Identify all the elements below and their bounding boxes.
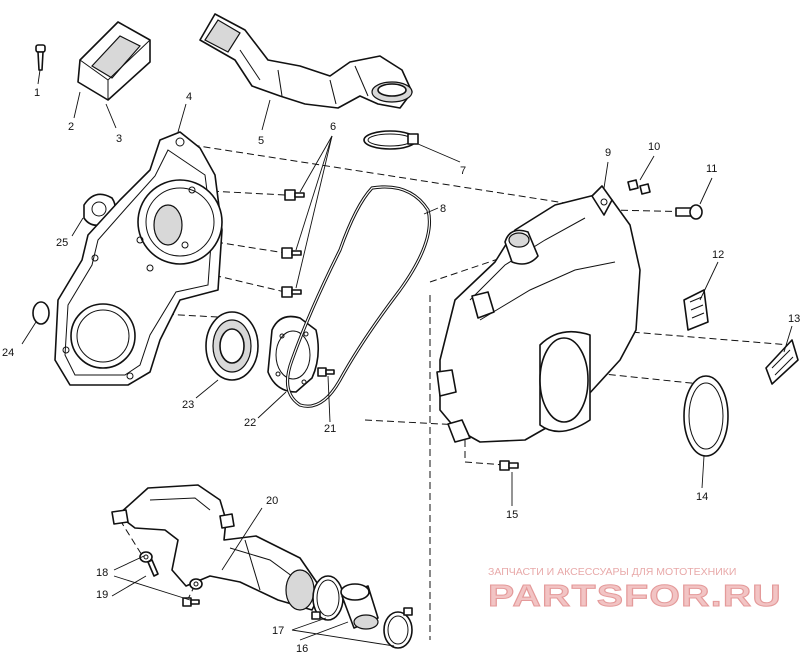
callout-8: 8 <box>440 203 446 215</box>
part-plug-24 <box>32 301 50 325</box>
callout-22: 22 <box>244 417 256 429</box>
callout-17: 17 <box>272 625 284 637</box>
part-bolts-6 <box>281 189 305 298</box>
callout-16: 16 <box>296 643 308 655</box>
part-clip-10 <box>627 179 651 195</box>
part-screw-1 <box>35 44 46 71</box>
callout-4: 4 <box>186 91 192 103</box>
callout-9: 9 <box>605 147 611 159</box>
callout-13: 13 <box>788 313 800 325</box>
callout-11: 11 <box>706 163 717 175</box>
callout-21: 21 <box>324 423 336 435</box>
callout-3: 3 <box>116 133 122 145</box>
part-label-12 <box>683 289 709 331</box>
part-bolt-19 <box>182 578 203 607</box>
callout-15: 15 <box>506 509 518 521</box>
part-drive-belt <box>285 185 432 408</box>
part-intake-boot <box>77 21 151 101</box>
callout-24: 24 <box>2 347 14 359</box>
callout-1: 1 <box>34 87 40 99</box>
part-bolt-15 <box>499 460 519 471</box>
watermark: ЗАПЧАСТИ И АКСЕССУАРЫ ДЛЯ МОТОТЕХНИКИ PA… <box>488 566 782 614</box>
callout-20: 20 <box>266 495 278 507</box>
part-exhaust-duct <box>111 484 323 611</box>
callout-19: 19 <box>96 589 108 601</box>
part-disc-14 <box>683 375 729 457</box>
watermark-brand: PARTSFOR.RU <box>488 578 782 613</box>
callout-10: 10 <box>648 141 660 153</box>
part-seal-23 <box>205 311 259 381</box>
part-screw-11 <box>675 204 703 220</box>
callout-23: 23 <box>182 399 194 411</box>
part-intake-duct <box>199 13 413 109</box>
callout-7: 7 <box>460 165 466 177</box>
part-inner-cover <box>54 131 223 386</box>
part-coupler-16 <box>340 583 379 630</box>
callout-2: 2 <box>68 121 74 133</box>
part-decal-13 <box>765 339 799 385</box>
callout-labels: 1 2 3 4 5 6 7 8 9 10 11 12 13 14 15 16 1… <box>2 87 800 655</box>
leader-lines <box>21 69 793 647</box>
part-washer-18 <box>139 551 159 577</box>
part-bolt-21 <box>317 367 335 377</box>
callout-18: 18 <box>96 567 108 579</box>
callout-5: 5 <box>258 135 264 147</box>
callout-6: 6 <box>330 121 336 133</box>
callout-25: 25 <box>56 237 68 249</box>
watermark-subtitle: ЗАПЧАСТИ И АКСЕССУАРЫ ДЛЯ МОТОТЕХНИКИ <box>488 566 736 578</box>
callout-14: 14 <box>696 491 708 503</box>
part-outer-clutch-cover <box>436 185 641 443</box>
part-hose-clamp-7 <box>363 130 419 150</box>
part-clamps-17 <box>311 575 413 649</box>
callout-12: 12 <box>712 249 724 261</box>
